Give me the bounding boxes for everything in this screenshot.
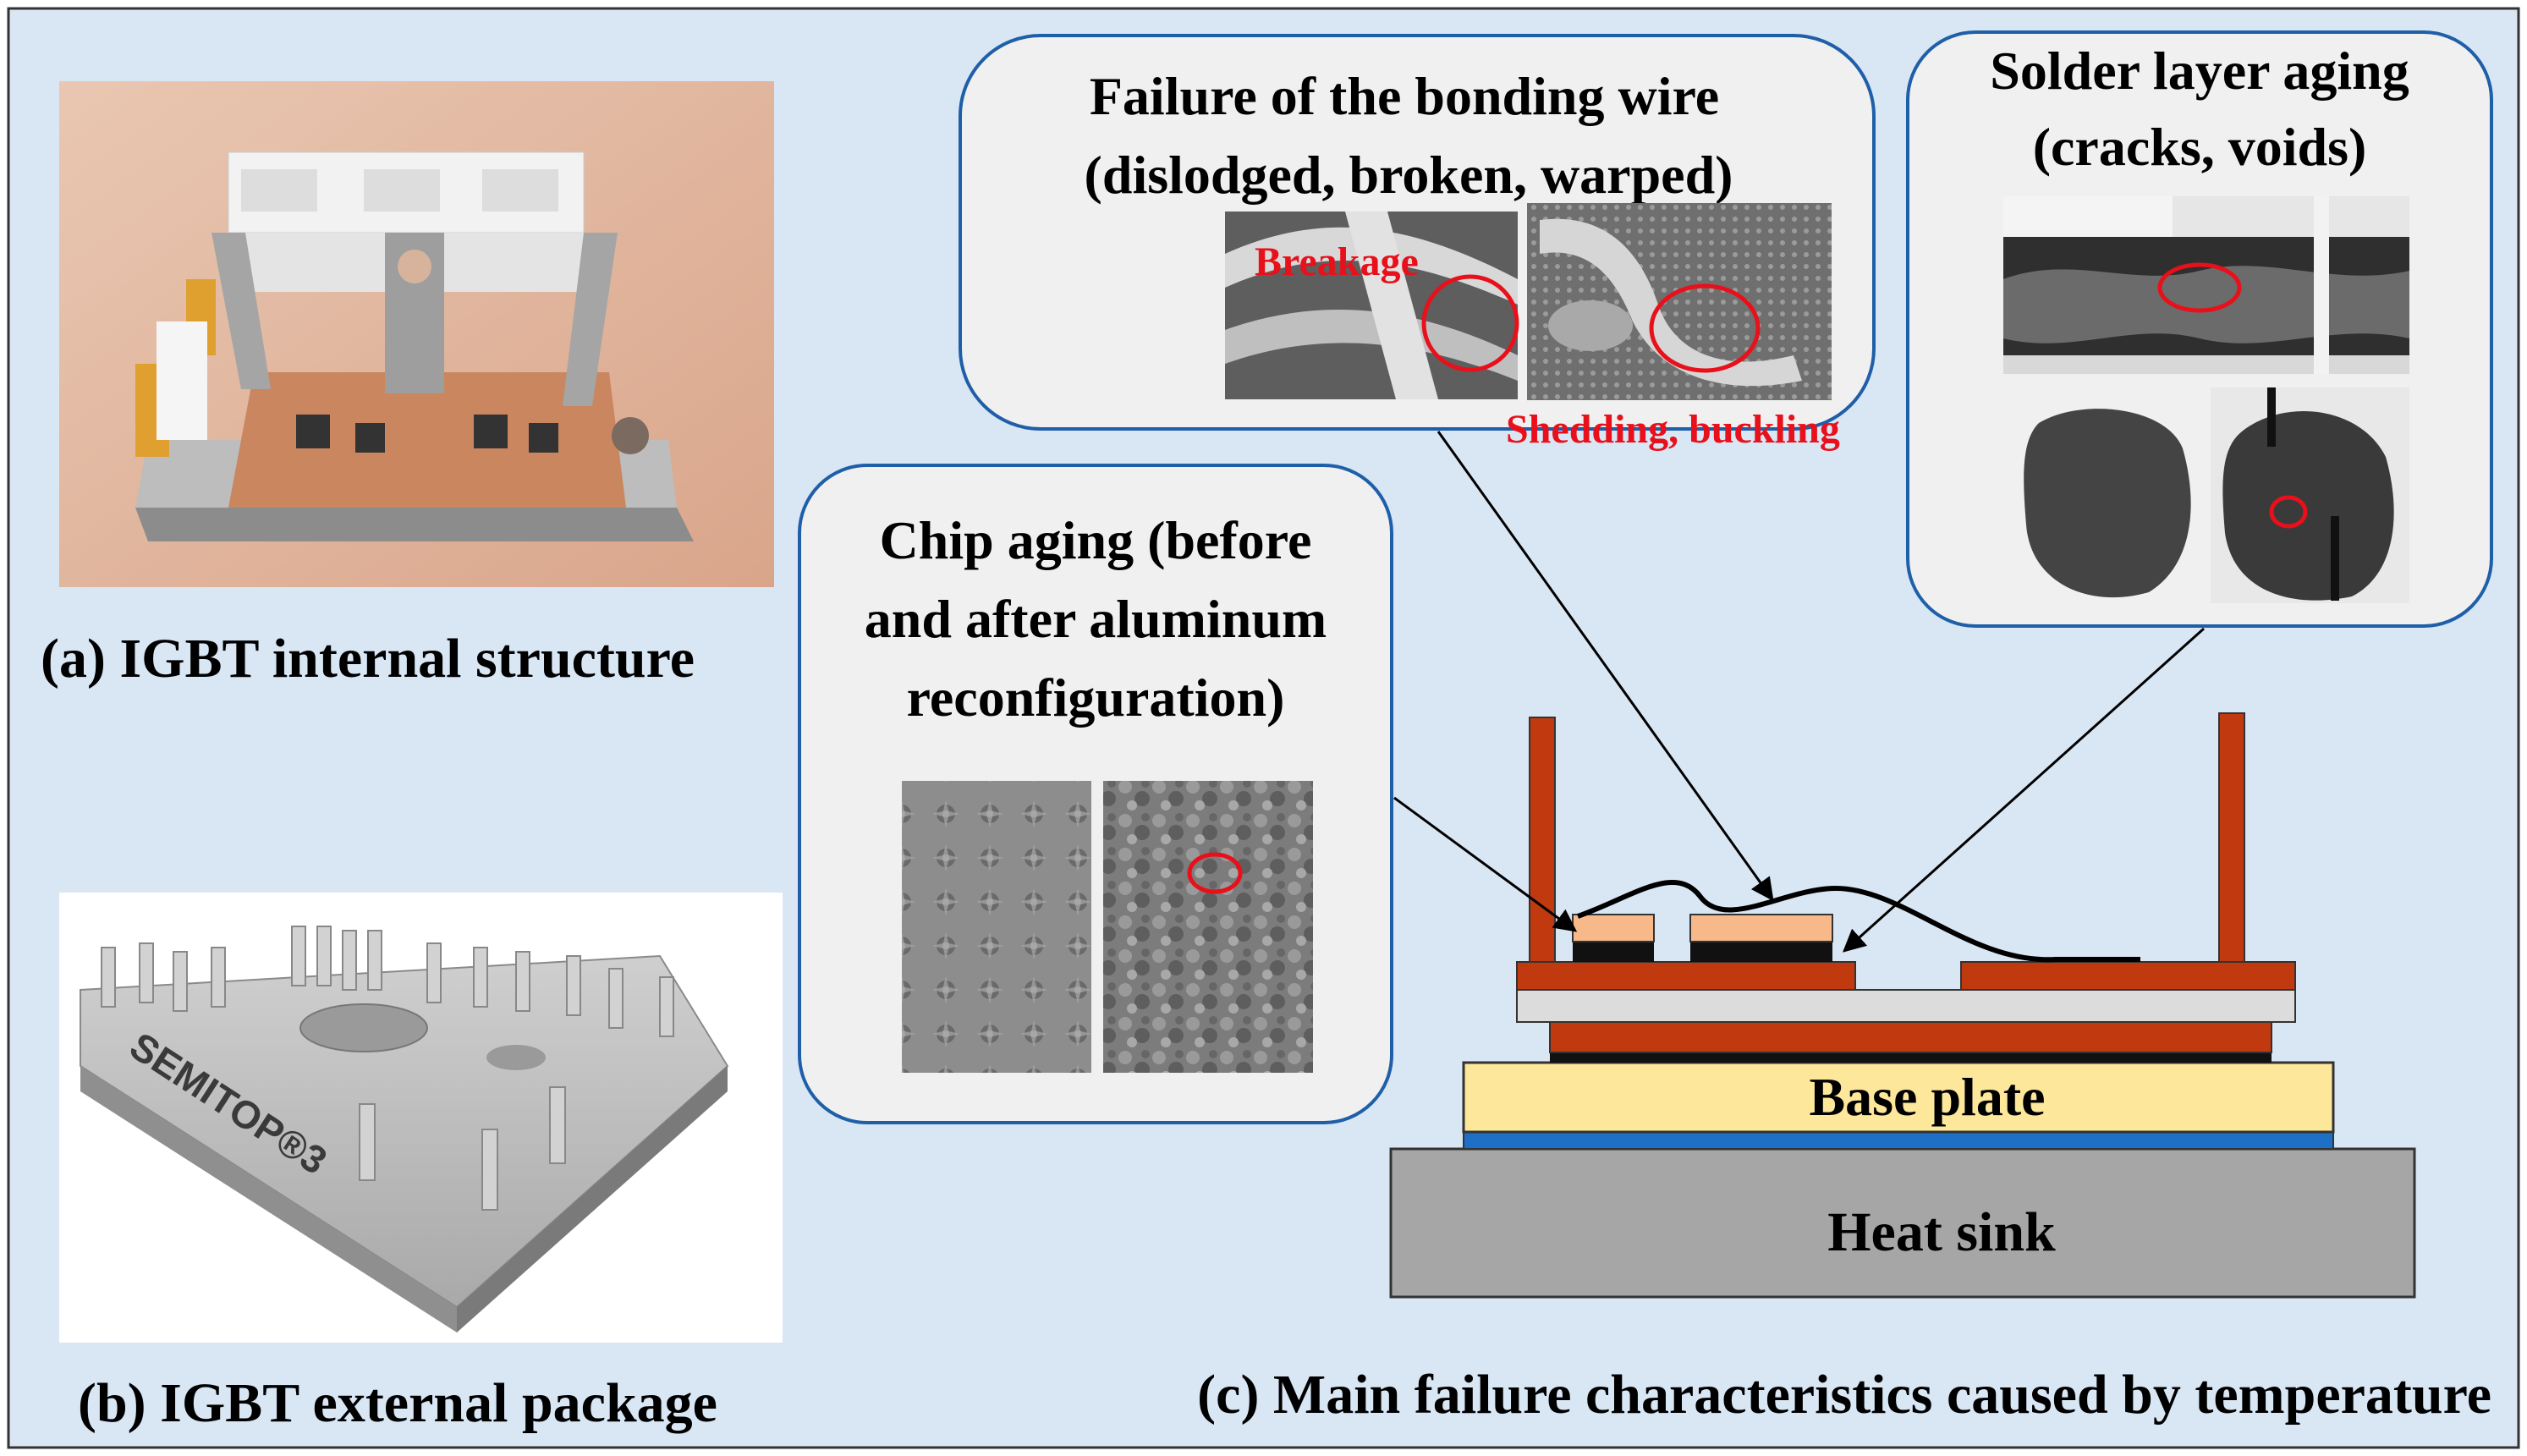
chip-right	[1689, 914, 1833, 942]
caption-a: (a) IGBT internal structure	[41, 628, 695, 690]
chip-after-image	[1103, 781, 1313, 1073]
terminal-left	[1529, 717, 1556, 963]
base-plate-label: Base plate	[1809, 1067, 2045, 1127]
solder-void-image-right	[2211, 387, 2409, 603]
sem-image-shedding	[1527, 203, 1832, 400]
ceramic-substrate	[1516, 989, 2296, 1023]
label-shedding-buckling: Shedding, buckling	[1506, 407, 1840, 452]
callout-bonding-wire: Failure of the bonding wire (dislodged, …	[959, 34, 1876, 452]
caption-c: (c) Main failure characteristics caused …	[1197, 1364, 2491, 1426]
callout-solder-layer: Solder layer aging (cracks, voids)	[1906, 30, 2493, 628]
upper-copper-left	[1516, 961, 1856, 991]
bonding-wire	[1576, 880, 2140, 963]
chip-solder-right	[1690, 942, 1832, 962]
solder-title-line1: Solder layer aging	[1990, 41, 2409, 101]
bonding-wire-title-line2: (dislodged, broken, warped)	[1085, 145, 1733, 205]
lower-copper-layer	[1549, 1021, 2272, 1053]
chip-before-image	[902, 781, 1091, 1073]
heat-sink-layer	[1389, 1147, 2416, 1299]
sem-image-breakage	[1225, 212, 1519, 399]
lower-solder-layer	[1550, 1052, 2272, 1063]
igbt-external-photo: SEMITOP®3	[59, 893, 783, 1343]
module-cross-section: Heat sink Base plate	[1389, 712, 2416, 1299]
solder-title-line2: (cracks, voids)	[2033, 117, 2367, 177]
arrow-bonding-wire	[1437, 431, 1774, 902]
caption-b: (b) IGBT external package	[78, 1372, 717, 1434]
terminal-right	[2218, 712, 2245, 963]
arrow-solder-layer	[1842, 627, 2206, 953]
solder-crack-image	[2003, 196, 2409, 374]
chip-title-line3: reconfiguration)	[907, 668, 1285, 728]
heat-sink-label: Heat sink	[1827, 1201, 2056, 1263]
arrow-chip-aging	[1393, 796, 1578, 932]
chip-title-line2: and after aluminum	[865, 589, 1327, 649]
chip-title-line1: Chip aging (before	[880, 510, 1312, 570]
thermal-interface-layer	[1463, 1131, 2334, 1150]
upper-copper-right	[1960, 961, 2296, 991]
chip-solder-left	[1573, 942, 1654, 962]
chip-left	[1572, 914, 1655, 942]
callout-chip-aging: Chip aging (before and after aluminum re…	[798, 464, 1393, 1124]
solder-void-image-left	[2003, 387, 2202, 603]
base-plate-layer	[1462, 1061, 2335, 1134]
bonding-wire-title-line1: Failure of the bonding wire	[1090, 66, 1719, 126]
igbt-internal-photo	[59, 81, 774, 587]
label-breakage: Breakage	[1255, 239, 1419, 284]
